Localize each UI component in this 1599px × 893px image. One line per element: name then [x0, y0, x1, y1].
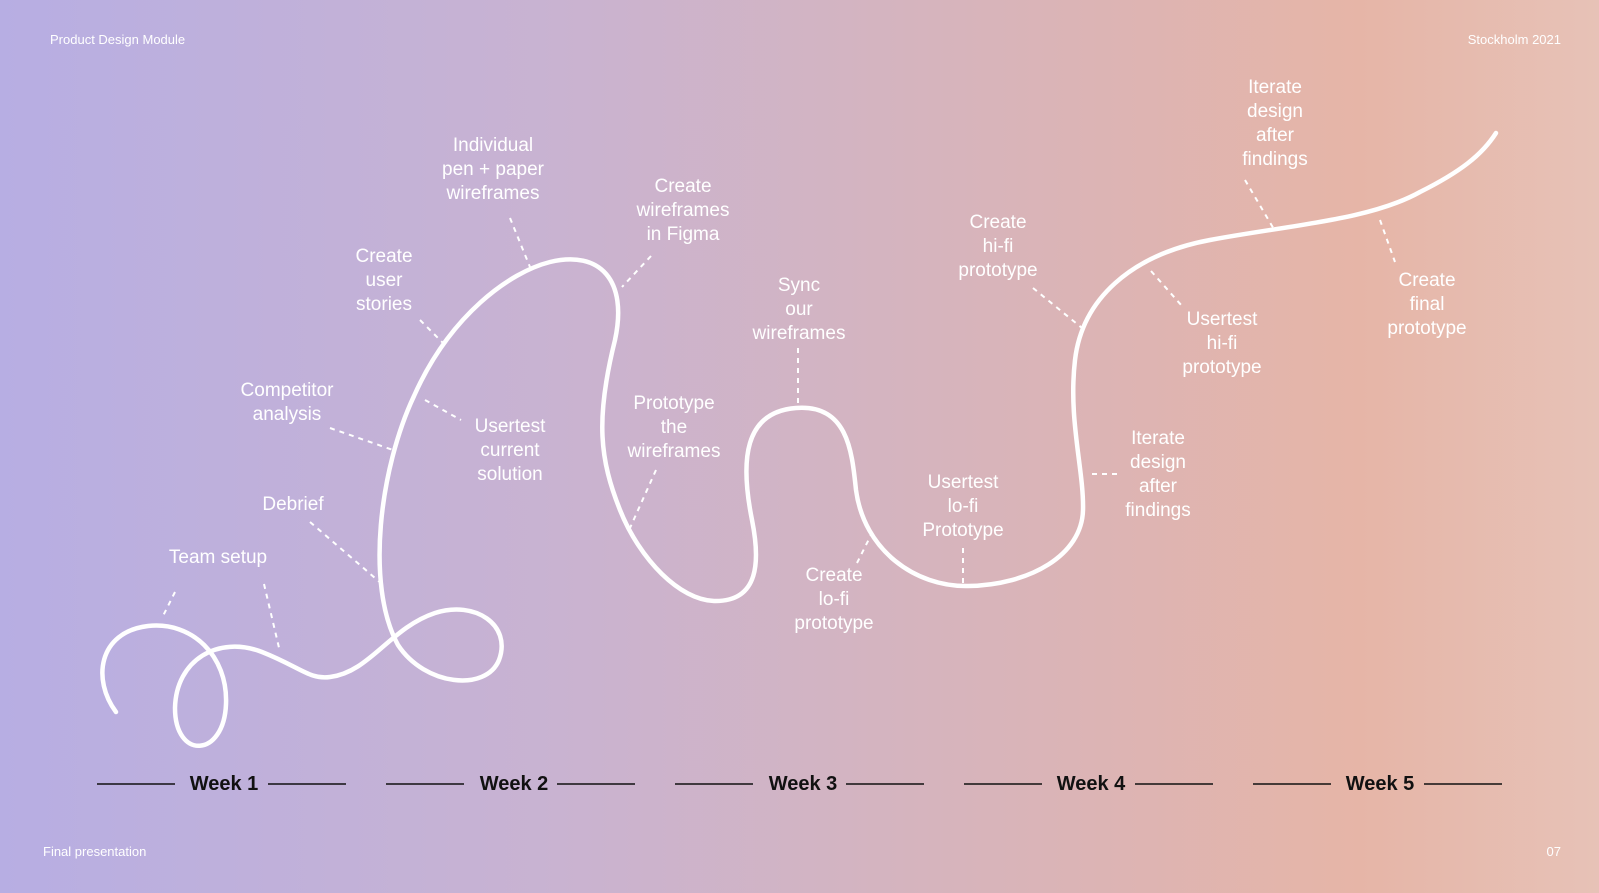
leader-usertest-hifi	[1150, 270, 1183, 307]
process-curve	[100, 130, 1499, 748]
leader-team-setup-1	[162, 591, 176, 617]
leader-team-setup-2	[263, 583, 281, 653]
leader-create-lofi	[856, 532, 873, 564]
leader-create-hifi	[1032, 287, 1083, 329]
step-debrief: Debrief	[262, 494, 324, 515]
leader-debrief	[309, 521, 383, 585]
leader-user-stories	[419, 319, 447, 347]
week-label-4: Week 4	[1056, 773, 1126, 795]
step-team-setup: Team setup	[168, 547, 268, 568]
step-individual-wireframes: Individual pen + paper wireframes	[442, 135, 544, 204]
week-label-1: Week 1	[189, 773, 259, 795]
step-prototype-wireframes: Prototype the wireframes	[627, 393, 721, 462]
step-sync-wireframes: Sync our wireframes	[752, 275, 846, 344]
page-number: 07	[1546, 844, 1561, 859]
leader-individual-wireframes	[509, 217, 533, 273]
leader-prototype-wireframes	[629, 469, 657, 529]
step-usertest-hifi-prototype: Usertest hi-fi prototype	[1182, 309, 1262, 378]
step-create-hifi-prototype: Create hi-fi prototype	[958, 212, 1038, 281]
step-competitor-analysis: Competitor analysis	[240, 380, 334, 425]
location-date: Stockholm 2021	[1467, 32, 1561, 47]
step-create-user-stories: Create user stories	[355, 246, 413, 315]
leader-competitor-analysis	[329, 427, 394, 451]
step-iterate-design-1: Iterate design after findings	[1242, 77, 1308, 170]
presentation-label: Final presentation	[43, 844, 147, 859]
step-create-final-prototype: Create final prototype	[1387, 270, 1467, 339]
week-label-3: Week 3	[768, 773, 838, 795]
leader-wireframes-figma	[621, 255, 652, 288]
module-title: Product Design Module	[50, 32, 186, 47]
step-create-lofi-prototype: Create lo-fi prototype	[794, 565, 874, 634]
step-iterate-design-2: Iterate design after findings	[1125, 428, 1191, 521]
week-label-5: Week 5	[1345, 773, 1415, 795]
step-usertest-lofi-prototype: Usertest lo-fi Prototype	[922, 472, 1004, 541]
step-usertest-current-solution: Usertest current solution	[474, 416, 546, 485]
leader-final-prototype	[1379, 219, 1396, 263]
step-create-wireframes-figma: Create wireframes in Figma	[636, 176, 730, 245]
week-label-2: Week 2	[479, 773, 549, 795]
leader-iterate-1	[1244, 179, 1276, 232]
leader-usertest-current	[424, 399, 462, 421]
